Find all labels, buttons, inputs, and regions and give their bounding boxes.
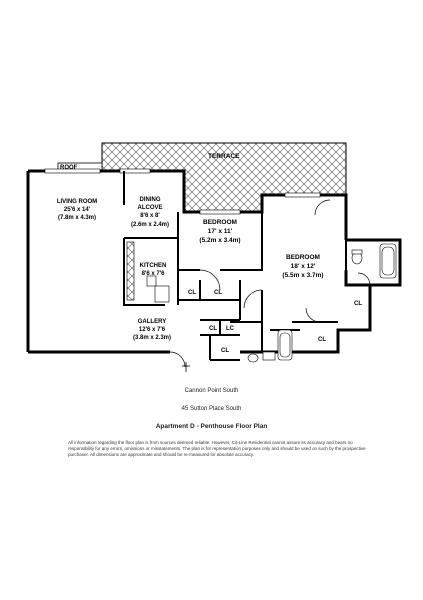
dining-name: DINING: [140, 197, 161, 203]
kitchen-dim: 8'6 x 7'6: [142, 271, 166, 277]
interior-walls: [123, 171, 347, 361]
bathroom-fixtures: [247, 243, 397, 363]
closet-label: CL: [221, 348, 229, 354]
bedroom-2-dim: 18' x 12': [291, 263, 316, 270]
living-room-metric: (7.8m x 4.3m): [58, 215, 96, 221]
plan-title: Apartment D - Penthouse Floor Plan: [155, 423, 268, 430]
bedroom-2-metric: (5.5m x 3.7m): [282, 272, 323, 279]
bedroom-1-name: BEDROOM: [203, 219, 237, 226]
windows: [44, 168, 321, 215]
bedroom-1-dim: 17' x 11': [208, 228, 233, 235]
closet-label: CL: [318, 337, 326, 343]
bedroom-1-metric: (5.2m x 3.4m): [199, 237, 240, 244]
dining-metric: (2.6m x 2.4m): [131, 222, 169, 228]
living-room-name: LIVING ROOM: [57, 199, 97, 205]
gallery-dim: 12'6 x 7'6: [139, 327, 166, 333]
gallery-metric: (3.8m x 2.3m): [133, 335, 171, 341]
closet-label: CL: [214, 290, 222, 296]
closet-label: CL: [188, 290, 196, 296]
closet-label: CL: [209, 326, 217, 332]
kitchen-name: KITCHEN: [140, 263, 167, 269]
gallery-name: GALLERY: [138, 319, 166, 325]
entry-arrow-icon: [182, 362, 190, 372]
roof-label: ROOF: [60, 165, 78, 171]
disclaimer-text: All information regarding the floor plan…: [68, 440, 366, 458]
terrace-label: TERRACE: [208, 153, 240, 160]
building-address: 45 Sutton Place South: [181, 406, 242, 412]
dining-dim: 8'6 x 8': [140, 213, 160, 219]
bedroom-2-name: BEDROOM: [286, 254, 320, 261]
living-room-dim: 25'6 x 14': [64, 207, 91, 213]
linen-closet-label: LC: [226, 326, 235, 332]
doors: [169, 199, 371, 368]
closet-label: CL: [354, 301, 362, 307]
kitchen-fixtures: [126, 241, 170, 303]
dining-name-2: ALCOVE: [137, 205, 162, 211]
building-name: Cannon Point South: [184, 388, 239, 394]
